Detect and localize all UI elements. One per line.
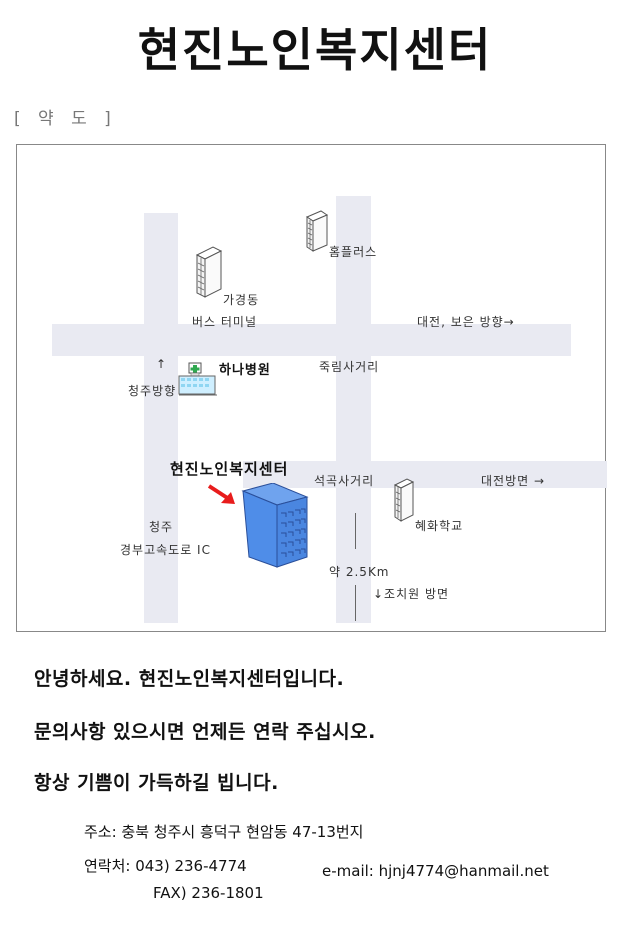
location-map: 홈플러스 가경동 버스 터미널 대전, 보은 방향→ 죽림사거리 ↑ 청주방향 … [16,144,607,632]
label-jukrim-intersection: 죽림사거리 [319,360,380,374]
road-top-horizontal [52,324,571,356]
phone-text: 연락처: 043) 236-4774 [84,857,247,875]
label-bus-terminal: 버스 터미널 [192,315,258,329]
label-gagyeong: 가경동 [223,293,260,307]
building-icon-hyehwa-school [393,478,415,522]
address-text: 주소: 충북 청주시 흥덕구 현암동 47-13번지 [84,823,364,841]
distance-line-upper [355,513,356,549]
inquiry-message: 문의사항 있으시면 언제든 연락 주십시오. [34,721,376,743]
label-cheongju: 청주 [149,520,174,534]
hospital-icon [178,362,217,396]
greeting-message: 안녕하세요. 현진노인복지센터입니다. [34,668,345,690]
label-seokgok-intersection: 석곡사거리 [314,474,375,488]
road-right-vertical [336,196,371,623]
arrow-icon [207,484,235,504]
up-arrow-icon: ↑ [156,357,168,371]
building-icon-bus-terminal [195,246,223,298]
label-daejeon-boeun-direction: 대전, 보은 방향→ [417,315,515,329]
road-bottom-horizontal [243,461,607,488]
email-link[interactable]: e-mail: hjnj4774@hanmail.net [322,862,549,880]
label-gyeongbu-ic: 경부고속도로 IC [120,543,211,557]
road-left-vertical [144,213,178,623]
label-hyehwa-school: 혜화학교 [415,519,464,533]
label-center: 현진노인복지센터 [170,460,289,478]
fax-text: FAX) 236-1801 [153,884,264,902]
label-daejeon-direction: 대전방면 → [481,474,546,488]
label-distance: 약 2.5Km [329,565,390,579]
label-homeplus: 홈플러스 [329,245,378,259]
section-label-map: [ 약 도 ] [14,109,117,129]
label-jochiwon-direction: ↓조치원 방면 [373,587,450,601]
page-title: 현진노인복지센터 [137,23,493,77]
wish-message: 항상 기쁨이 가득하길 빕니다. [34,772,279,794]
center-building-icon [241,483,309,568]
label-hana-hospital: 하나병원 [219,363,271,378]
label-cheongju-direction: 청주방향 [128,384,177,398]
building-icon-homeplus [305,210,329,252]
distance-line-lower [355,585,356,621]
